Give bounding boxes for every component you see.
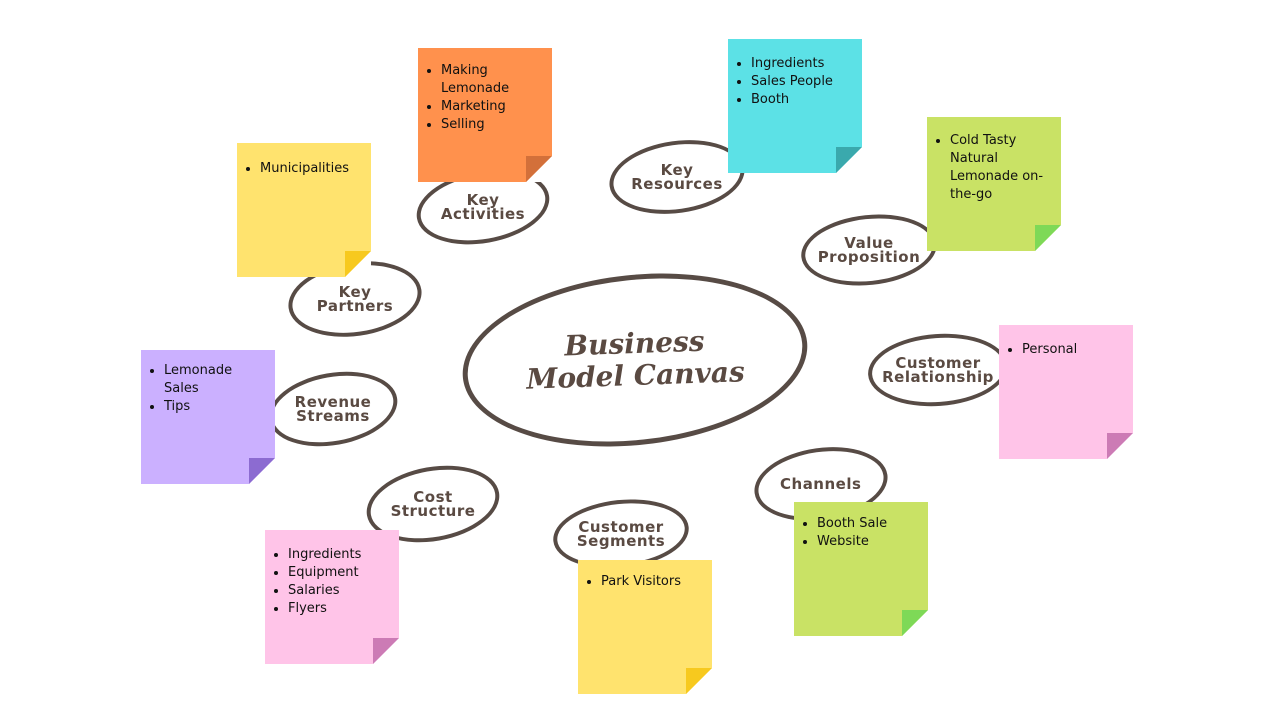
note-revenue-streams: Lemonade SalesTips [141,350,275,484]
list-item: Selling [441,116,544,134]
label-value-proposition: Value Proposition [817,234,921,266]
list-item: Salaries [288,582,391,600]
list-item: Flyers [288,600,391,618]
label-key-activities: Key Activities [440,191,526,223]
note-key-partners: Municipalities [237,143,371,277]
note-key-resources: IngredientsSales PeopleBooth [728,39,862,173]
note-value-proposition: Cold Tasty Natural Lemonade on-the-go [927,117,1061,251]
note-key-activities: Making LemonadeMarketingSelling [418,48,552,182]
label-customer-relationship: Customer Relationship [882,354,994,386]
list-item: Marketing [441,98,544,116]
canvas-title: Business Model Canvas [525,324,746,396]
list-item: Lemonade Sales [164,362,234,398]
label-customer-segments: Customer Segments [576,518,666,550]
list-item: Park Visitors [601,573,704,591]
list-item: Booth [751,91,854,109]
oval-customer-relationship: Customer Relationship [865,329,1011,411]
list-item: Sales People [751,73,854,91]
list-item: Equipment [288,564,391,582]
center-oval: Business Model Canvas [454,257,816,463]
list-item: Cold Tasty Natural Lemonade on-the-go [950,132,1053,204]
list-item: Ingredients [288,546,391,564]
note-customer-relationship: Personal [999,325,1133,459]
list-item: Booth Sale [817,515,920,533]
list-item: Website [817,533,920,551]
note-cost-structure: IngredientsEquipmentSalariesFlyers [265,530,399,664]
oval-value-proposition: Value Proposition [797,208,941,292]
label-cost-structure: Cost Structure [390,488,476,520]
note-customer-segments: Park Visitors [578,560,712,694]
list-item: Ingredients [751,55,854,73]
list-item: Personal [1022,341,1125,359]
label-key-partners: Key Partners [316,283,394,315]
label-revenue-streams: Revenue Streams [294,393,372,425]
list-item: Making Lemonade [441,62,544,98]
label-channels: Channels [780,475,862,494]
note-channels: Booth SaleWebsite [794,502,928,636]
label-key-resources: Key Resources [631,161,723,193]
list-item: Tips [164,398,267,416]
oval-revenue-streams: Revenue Streams [262,362,404,456]
list-item: Municipalities [260,160,363,178]
